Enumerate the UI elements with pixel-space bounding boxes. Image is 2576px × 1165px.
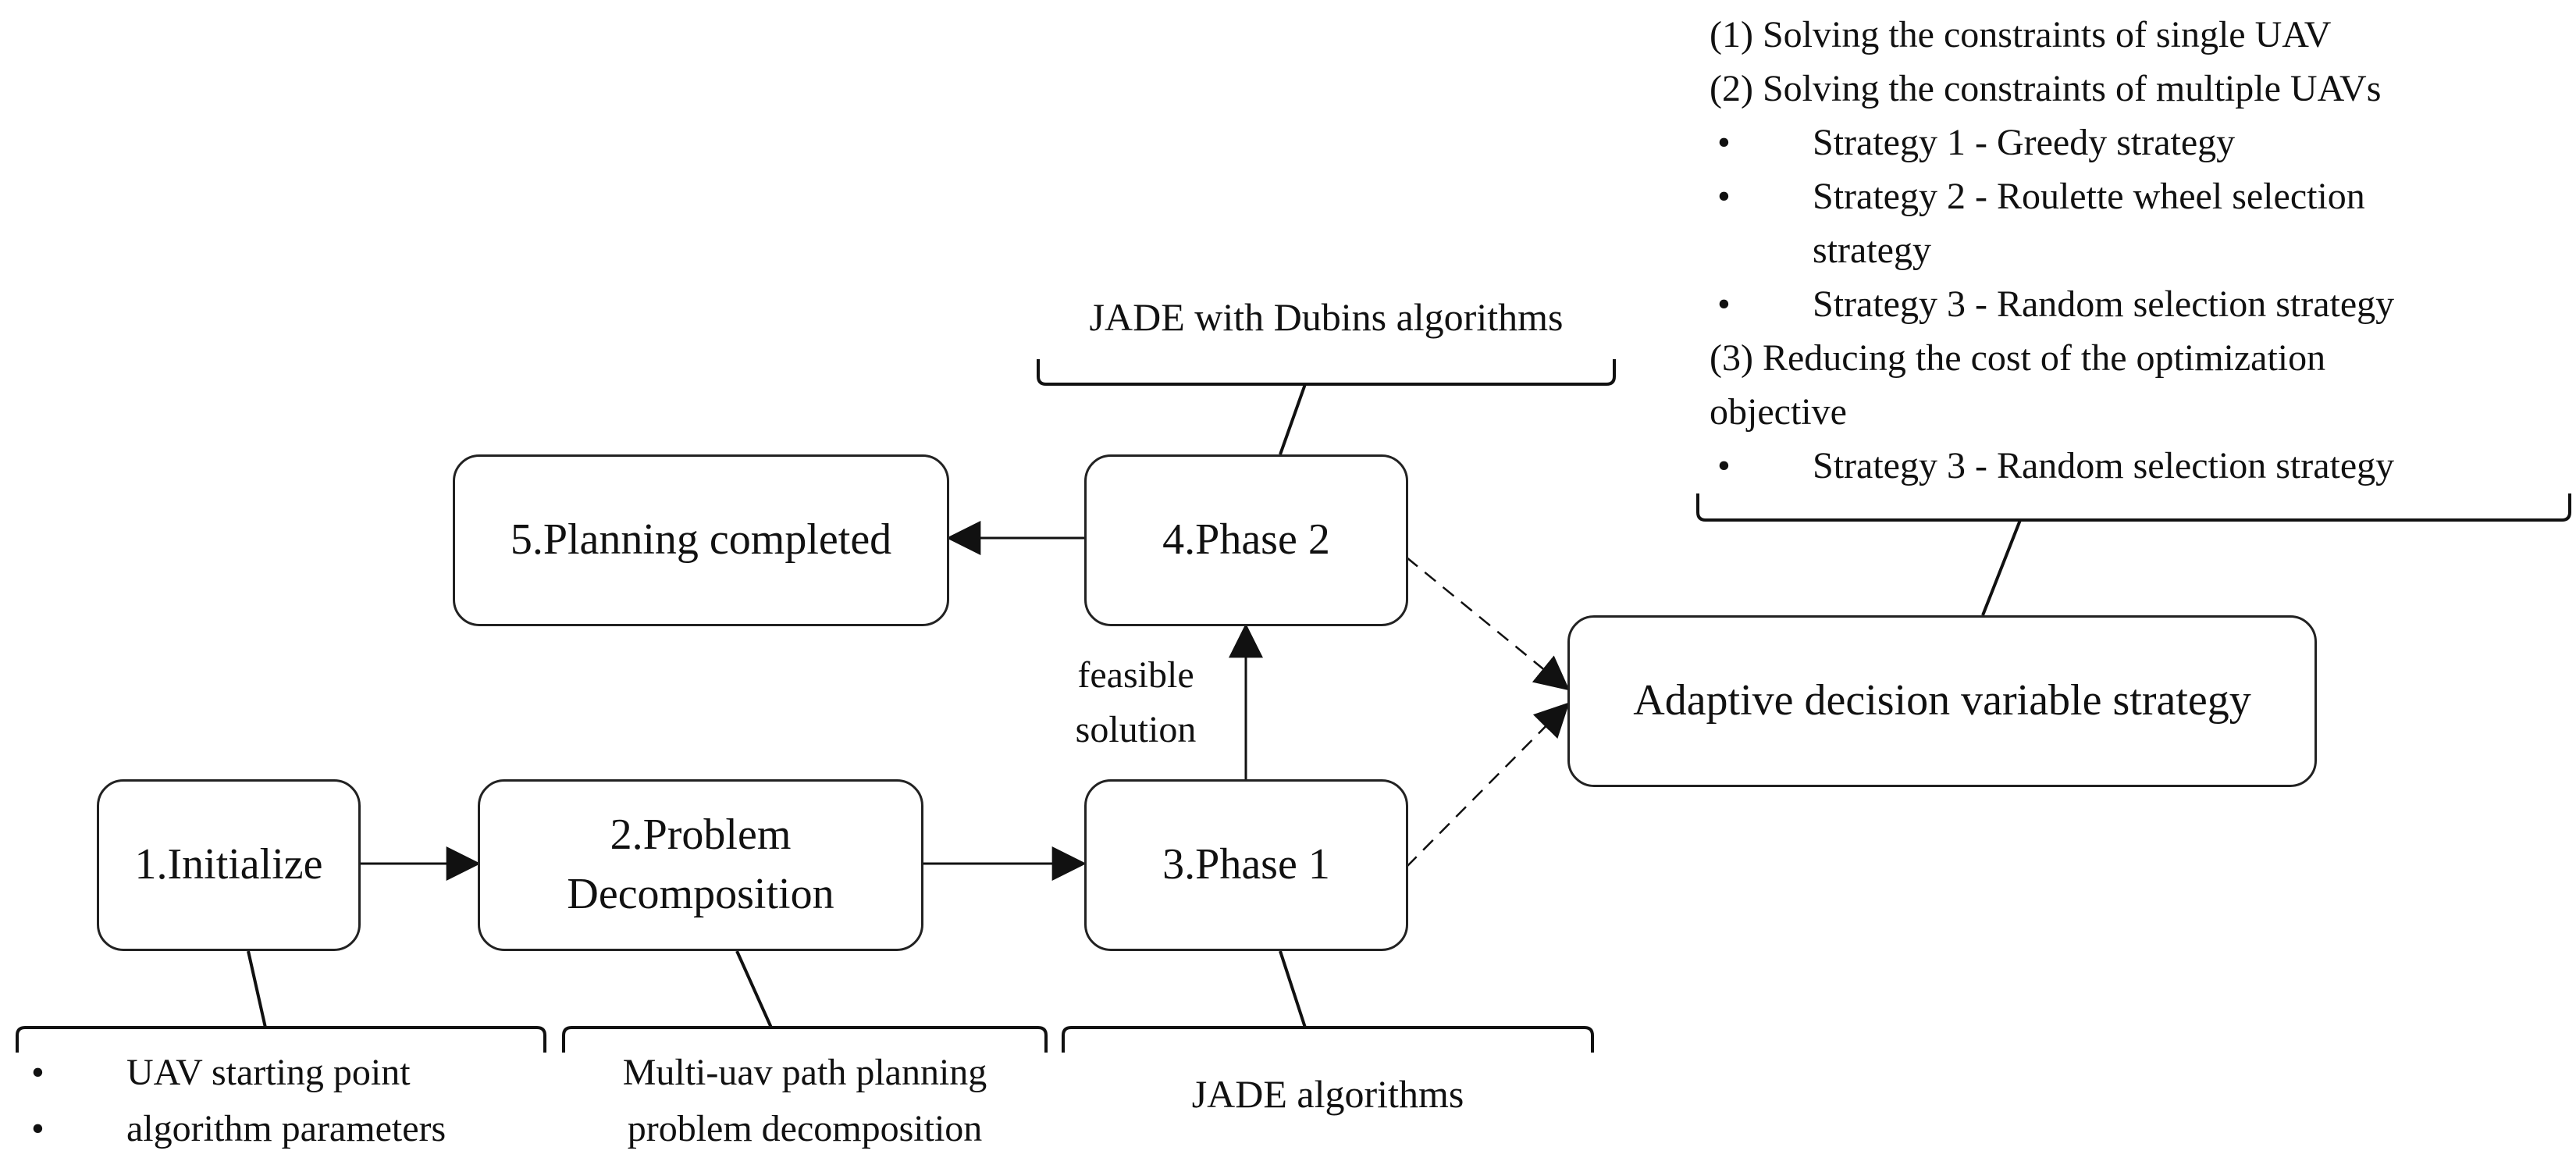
adaptive-strategy-1-text: Strategy 1 - Greedy strategy [1813,122,2236,163]
adaptive-item-3-cont: objective [1710,391,1847,433]
adaptive-strategy-2: • Strategy 2 - Roulette wheel selection [1710,169,2394,223]
node-problem-decomposition-line2: Decomposition [567,870,834,918]
dashed-arrow-phase2-to-adaptive [1406,557,1570,691]
adaptive-strategy-3b: • Strategy 3 - Random selection strategy [1710,439,2394,493]
bullet-icon: • [31,1108,44,1149]
annotation-phase2-text: JADE with Dubins algorithms [1089,295,1564,339]
bullet-icon: • [1717,445,1731,486]
annotation-decomposition: Multi-uav path planning problem decompos… [564,1045,1046,1157]
node-initialize: 1.Initialize [97,779,361,951]
leader-adaptive-list [1981,519,2022,616]
adaptive-strategy-3: • Strategy 3 - Random selection strategy [1710,277,2394,331]
annotation-adaptive-list: (1) Solving the constraints of single UA… [1710,8,2394,493]
annotation-initialize: • UAV starting point • algorithm paramet… [23,1045,446,1157]
adaptive-strategy-2-text: Strategy 2 - Roulette wheel selection [1813,176,2365,217]
bracket-adaptive-list [1696,493,2571,522]
node-phase2: 4.Phase 2 [1084,454,1408,626]
node-phase2-label: 4.Phase 2 [1162,515,1330,565]
node-phase1: 3.Phase 1 [1084,779,1408,951]
node-adaptive-strategy-label: Adaptive decision variable strategy [1633,676,2251,725]
node-adaptive-strategy: Adaptive decision variable strategy [1567,615,2317,787]
adaptive-strategy-1: • Strategy 1 - Greedy strategy [1710,116,2394,169]
adaptive-item-3: (3) Reducing the cost of the optimizatio… [1710,337,2326,379]
leader-decomposition-note [735,950,773,1028]
adaptive-item-2: (2) Solving the constraints of multiple … [1710,68,2382,109]
dashed-arrow-phase1-to-adaptive [1406,702,1570,868]
annotation-phase1: JADE algorithms [1063,1066,1592,1123]
adaptive-strategy-2-text-cont: strategy [1813,230,1931,271]
adaptive-strategy-3b-text: Strategy 3 - Random selection strategy [1813,445,2395,486]
leader-phase1-note [1279,950,1307,1028]
initialize-item-2-text: algorithm parameters [126,1108,447,1149]
decomposition-note-line2: problem decomposition [627,1108,983,1149]
adaptive-strategy-3-text: Strategy 3 - Random selection strategy [1813,283,2395,325]
edge-label-line1: feasible [1077,654,1194,696]
decomposition-note-line1: Multi-uav path planning [622,1052,987,1093]
edge-label-feasible-solution: feasible solution [1046,648,1226,757]
leader-phase2-note [1279,383,1307,455]
initialize-item-1-text: UAV starting point [126,1052,411,1093]
leader-initialize-items [247,950,267,1028]
node-initialize-label: 1.Initialize [134,840,323,889]
edge-label-line2: solution [1075,708,1197,750]
node-planning-completed: 5.Planning completed [453,454,949,626]
adaptive-strategy-2-cont: strategy [1710,223,2394,277]
bracket-phase1-note [1062,1026,1594,1053]
initialize-item-1: • UAV starting point [23,1045,446,1101]
bracket-decomposition-note [562,1026,1048,1053]
bullet-icon: • [1717,176,1731,217]
node-problem-decomposition-line1: 2.Problem [610,811,792,860]
initialize-item-2: • algorithm parameters [23,1101,446,1157]
node-phase1-label: 3.Phase 1 [1162,840,1330,889]
adaptive-item-1: (1) Solving the constraints of single UA… [1710,14,2332,55]
node-problem-decomposition: 2.Problem Decomposition [478,779,923,951]
bullet-icon: • [1717,122,1731,163]
node-planning-completed-label: 5.Planning completed [510,515,892,565]
bullet-icon: • [31,1052,44,1093]
annotation-phase2: JADE with Dubins algorithms [1038,289,1614,346]
bullet-icon: • [1717,283,1731,325]
bracket-initialize-items [16,1026,546,1053]
bracket-phase2-note [1037,359,1616,386]
annotation-phase1-text: JADE algorithms [1191,1072,1464,1116]
